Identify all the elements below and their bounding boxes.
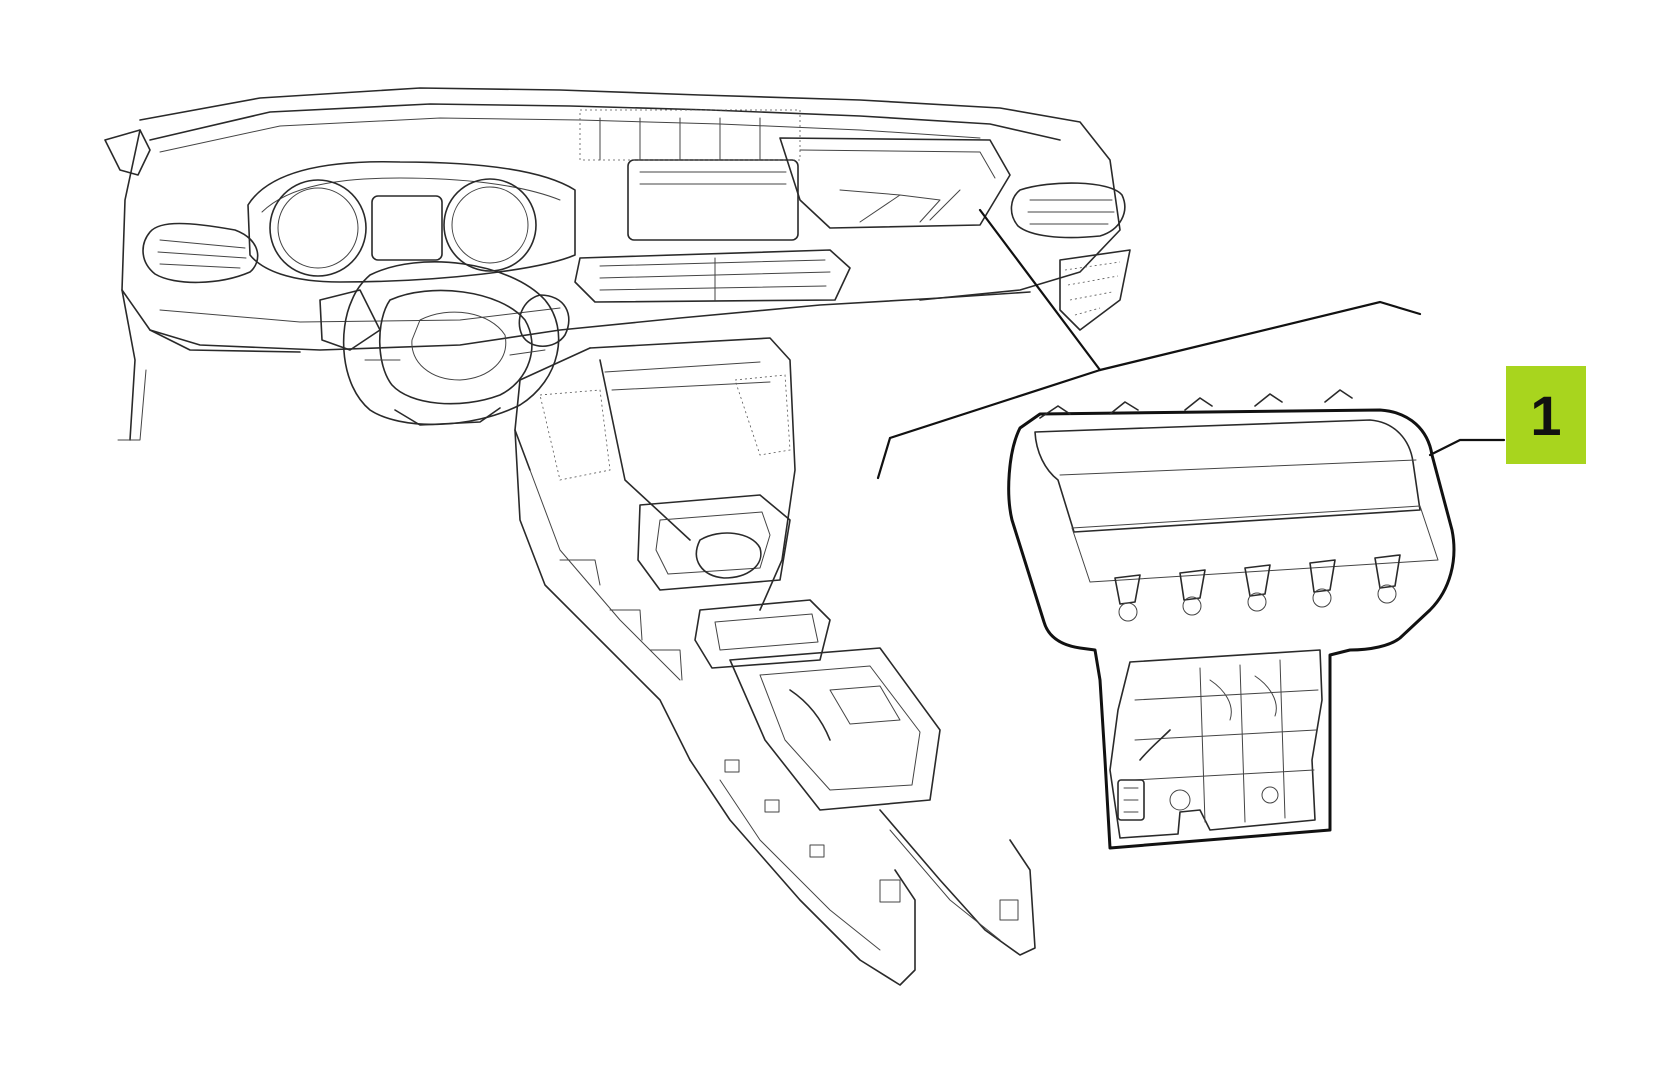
- mounting-clips: [1114, 554, 1401, 622]
- leader-lines: [876, 208, 1506, 480]
- steering-wheel: [342, 261, 560, 426]
- dashboard-assembly: [104, 87, 1131, 441]
- center-console: [514, 337, 1036, 986]
- passenger-airbag-module: [1007, 389, 1456, 850]
- callout-1-label: 1: [1506, 366, 1586, 464]
- callout-1-background: [1506, 366, 1586, 464]
- callout-1-number: 1: [1530, 383, 1562, 447]
